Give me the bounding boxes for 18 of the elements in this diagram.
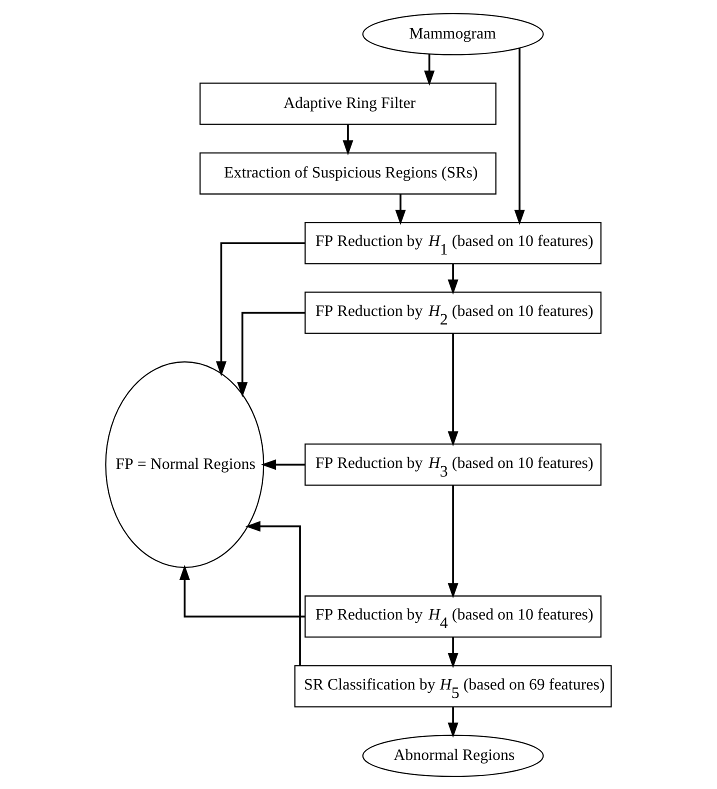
arrow: [179, 564, 306, 617]
arrow: [448, 264, 458, 294]
arrow: [448, 333, 458, 446]
arrow: [245, 520, 301, 666]
arrow: [424, 54, 435, 86]
arrow: [395, 194, 406, 224]
arrow: [448, 484, 458, 598]
arrow: [448, 636, 458, 668]
arrow: [237, 311, 306, 397]
arrow: [448, 706, 458, 738]
node-box: Extraction of Suspicious Regions (SRs): [200, 152, 496, 194]
node-box: Adaptive Ring Filter: [200, 82, 496, 124]
arrow: [342, 124, 354, 155]
arrow: [514, 48, 525, 225]
node-ellipse: Mammogram: [362, 12, 544, 55]
node-ellipse: Abnormal Regions: [362, 734, 544, 776]
arrow: [216, 242, 305, 376]
arrow: [260, 458, 306, 470]
